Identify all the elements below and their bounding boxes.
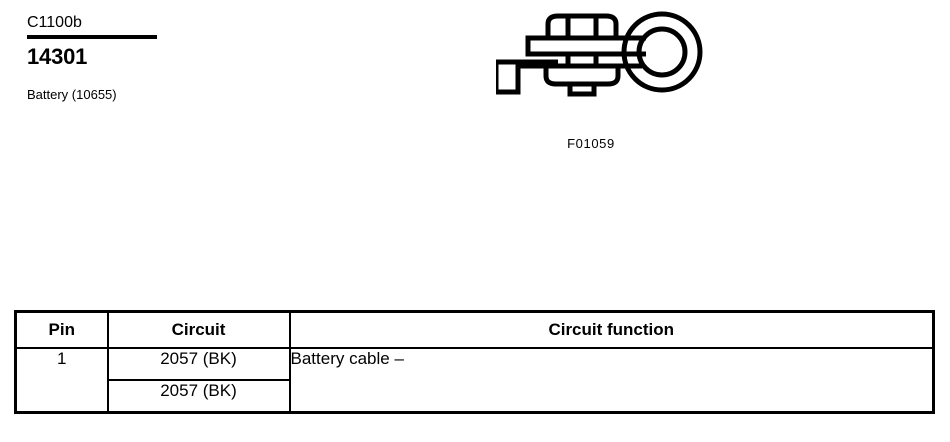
cell-circuit-function: Battery cable – bbox=[288, 347, 935, 414]
column-header-pin: Pin bbox=[14, 310, 109, 349]
cell-circuit-id: 2057 (BK) bbox=[106, 379, 291, 414]
cell-pin-number: 1 bbox=[14, 347, 109, 414]
column-header-circuit: Circuit bbox=[106, 310, 291, 349]
table-row: 2057 (BK) bbox=[16, 379, 934, 414]
figure-caption: F01059 bbox=[567, 136, 615, 151]
part-number: 14301 bbox=[27, 44, 88, 69]
table-header-row: Pin Circuit Circuit function bbox=[14, 310, 935, 349]
column-header-circuit-function: Circuit function bbox=[288, 310, 935, 349]
connector-id: C1100b bbox=[27, 14, 82, 31]
component-name: Battery (10655) bbox=[27, 87, 117, 102]
table-row: 1 2057 (BK) Battery cable – bbox=[14, 347, 935, 414]
connector-figure: F01059 bbox=[496, 4, 716, 151]
cell-circuit-id: 2057 (BK) bbox=[106, 347, 291, 381]
ring-terminal-battery-lug-icon bbox=[496, 11, 703, 97]
header-divider-rule bbox=[27, 35, 157, 39]
pin-table: Pin Circuit Circuit function 1 2057 (BK)… bbox=[14, 310, 935, 414]
connector-header: C1100b 14301 Battery (10655) bbox=[27, 14, 287, 103]
